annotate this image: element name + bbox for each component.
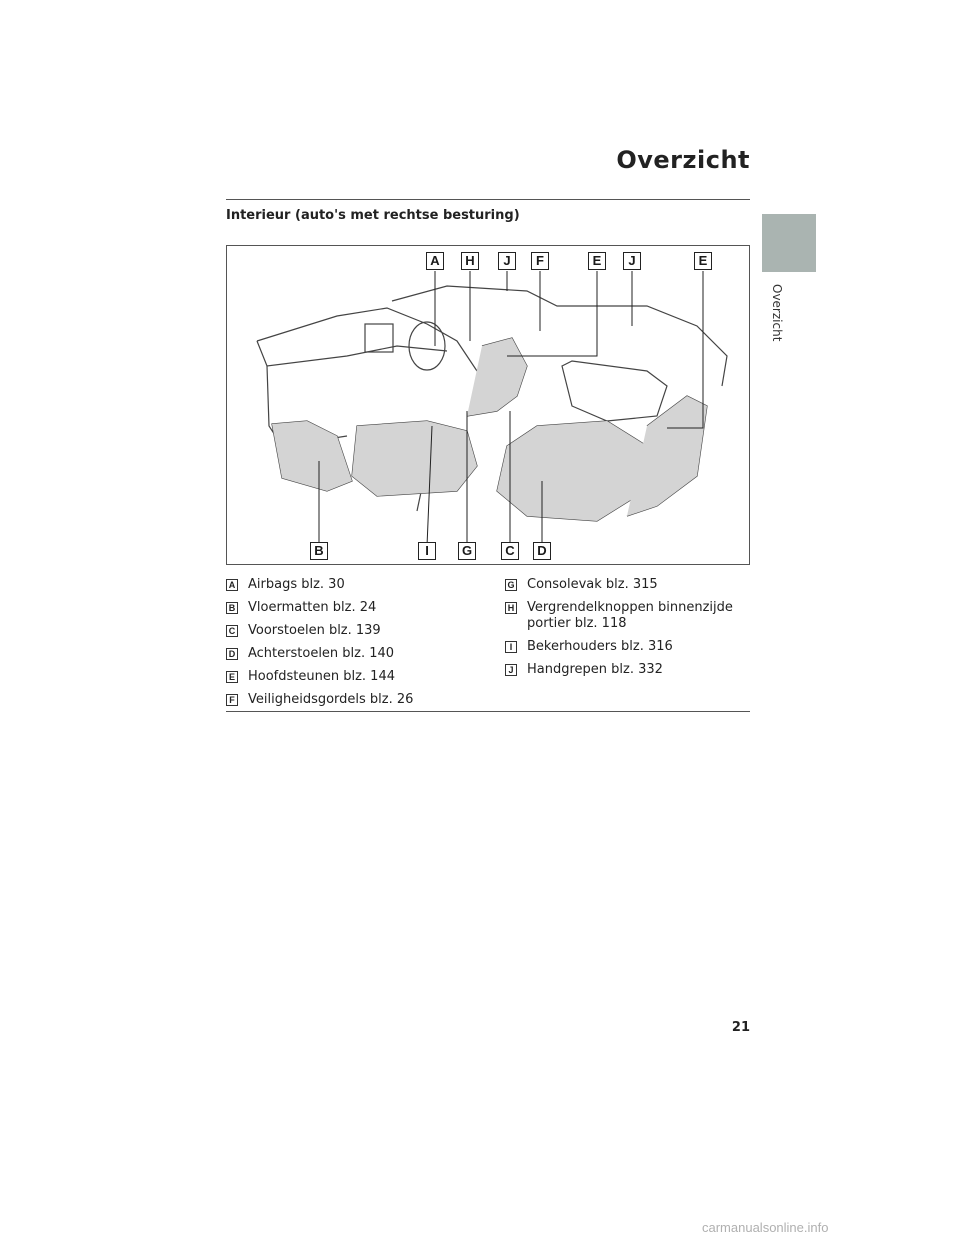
- legend-key: F: [226, 694, 238, 706]
- legend-key: H: [505, 602, 517, 614]
- legend-item: D Achterstoelen blz. 140: [226, 646, 413, 662]
- legend-key: B: [226, 602, 238, 614]
- legend-text[interactable]: Bekerhouders blz. 316: [527, 639, 673, 654]
- legend-text[interactable]: Consolevak blz. 315: [527, 577, 658, 592]
- callout-j-2: J: [623, 252, 641, 270]
- callout-a: A: [426, 252, 444, 270]
- legend-text[interactable]: Voorstoelen blz. 139: [248, 623, 381, 638]
- legend-item: F Veiligheidsgordels blz. 26: [226, 692, 413, 708]
- callout-e-2: E: [694, 252, 712, 270]
- interior-illustration: A H J F E J E B I G C D: [226, 245, 750, 565]
- callout-h: H: [461, 252, 479, 270]
- legend-text[interactable]: Airbags blz. 30: [248, 577, 345, 592]
- bottom-rule: [226, 711, 750, 712]
- legend-item: C Voorstoelen blz. 139: [226, 623, 413, 639]
- legend-item: J Handgrepen blz. 332: [505, 662, 750, 678]
- car-interior-drawing: [256, 271, 728, 547]
- legend-text[interactable]: Handgrepen blz. 332: [527, 662, 663, 677]
- top-rule: [226, 199, 750, 200]
- callout-i: I: [418, 542, 436, 560]
- legend-text[interactable]: Achterstoelen blz. 140: [248, 646, 395, 661]
- legend-key: E: [226, 671, 238, 683]
- legend-item: E Hoofdsteunen blz. 144: [226, 669, 413, 685]
- legend-item: I Bekerhouders blz. 316: [505, 639, 750, 655]
- callout-c: C: [501, 542, 519, 560]
- legend-key: I: [505, 641, 517, 653]
- callout-d: D: [533, 542, 551, 560]
- callout-b: B: [310, 542, 328, 560]
- chapter-label: Overzicht: [770, 284, 784, 342]
- legend-key: A: [226, 579, 238, 591]
- section-title: Interieur (auto's met rechtse besturing): [226, 208, 520, 223]
- legend-key: J: [505, 664, 517, 676]
- watermark[interactable]: carmanualsonline.info: [702, 1220, 829, 1235]
- legend-text[interactable]: Veiligheidsgordels blz. 26: [248, 692, 414, 707]
- callout-f: F: [531, 252, 549, 270]
- legend-item: H Vergrendelknoppen binnenzijde portier …: [505, 600, 750, 632]
- callout-j: J: [498, 252, 516, 270]
- legend-text[interactable]: Hoofdsteunen blz. 144: [248, 669, 395, 684]
- callout-g: G: [458, 542, 476, 560]
- legend-right: G Consolevak blz. 315 H Vergrendelknoppe…: [505, 577, 750, 685]
- legend-key: D: [226, 648, 238, 660]
- legend-text[interactable]: Vloermatten blz. 24: [248, 600, 377, 615]
- legend-key: C: [226, 625, 238, 637]
- legend-item: G Consolevak blz. 315: [505, 577, 750, 593]
- callout-e: E: [588, 252, 606, 270]
- page-number: 21: [731, 1020, 750, 1035]
- legend-text[interactable]: Vergrendelknoppen binnenzijde portier bl…: [527, 600, 733, 631]
- legend-item: B Vloermatten blz. 24: [226, 600, 413, 616]
- chapter-tab[interactable]: [762, 214, 816, 272]
- legend-left: A Airbags blz. 30 B Vloermatten blz. 24 …: [226, 577, 413, 715]
- page-title: Overzicht: [616, 146, 750, 174]
- legend-key: G: [505, 579, 517, 591]
- legend-item: A Airbags blz. 30: [226, 577, 413, 593]
